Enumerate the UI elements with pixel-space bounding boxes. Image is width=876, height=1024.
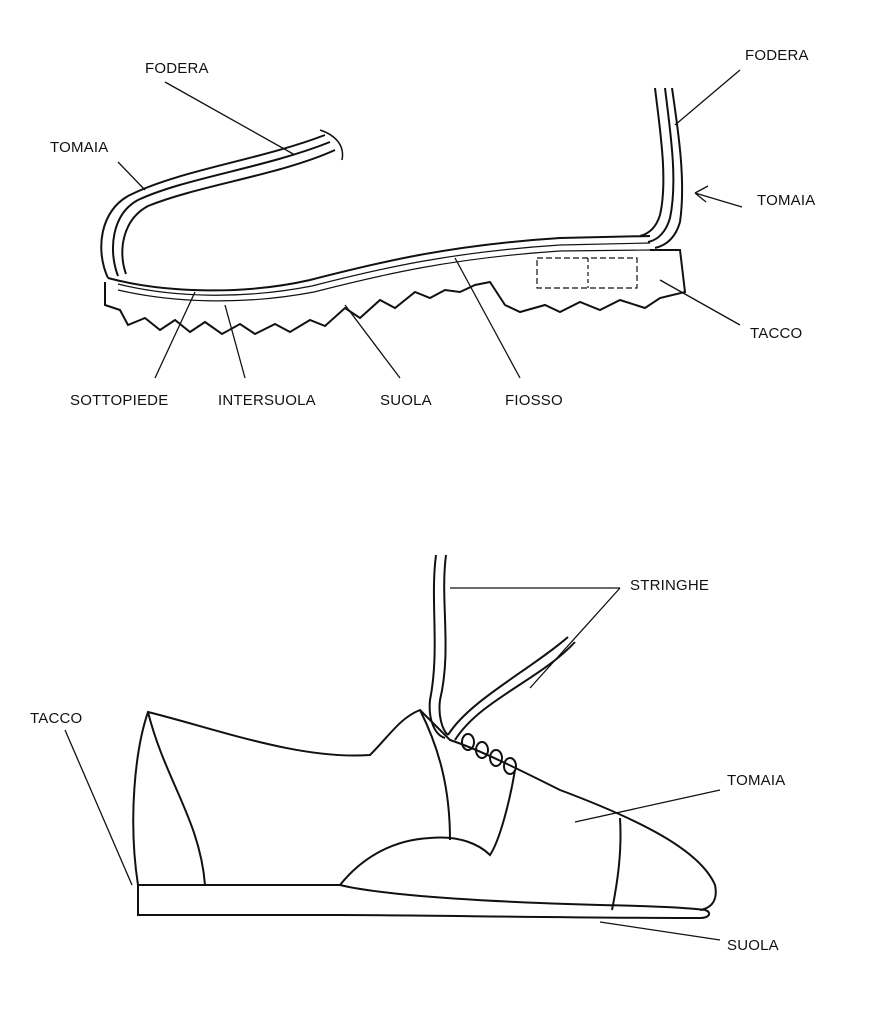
label-suola-bottom: SUOLA [727, 937, 779, 954]
label-tomaia-bottom: TOMAIA [727, 772, 786, 789]
label-tacco-bottom: TACCO [30, 710, 83, 727]
label-suola-top: SUOLA [380, 392, 432, 409]
label-sottopiede: SOTTOPIEDE [70, 392, 169, 409]
label-tacco-top: TACCO [750, 325, 803, 342]
label-intersuola: INTERSUOLA [218, 392, 316, 409]
label-fiosso: FIOSSO [505, 392, 563, 409]
shoe-cross-section [100, 69, 743, 379]
label-tomaia-right: TOMAIA [757, 192, 816, 209]
shoe-side-view [64, 554, 721, 941]
label-fodera-right: FODERA [745, 47, 809, 64]
label-tomaia-left: TOMAIA [50, 139, 109, 156]
label-fodera-left: FODERA [145, 60, 209, 77]
label-stringhe: STRINGHE [630, 577, 710, 594]
